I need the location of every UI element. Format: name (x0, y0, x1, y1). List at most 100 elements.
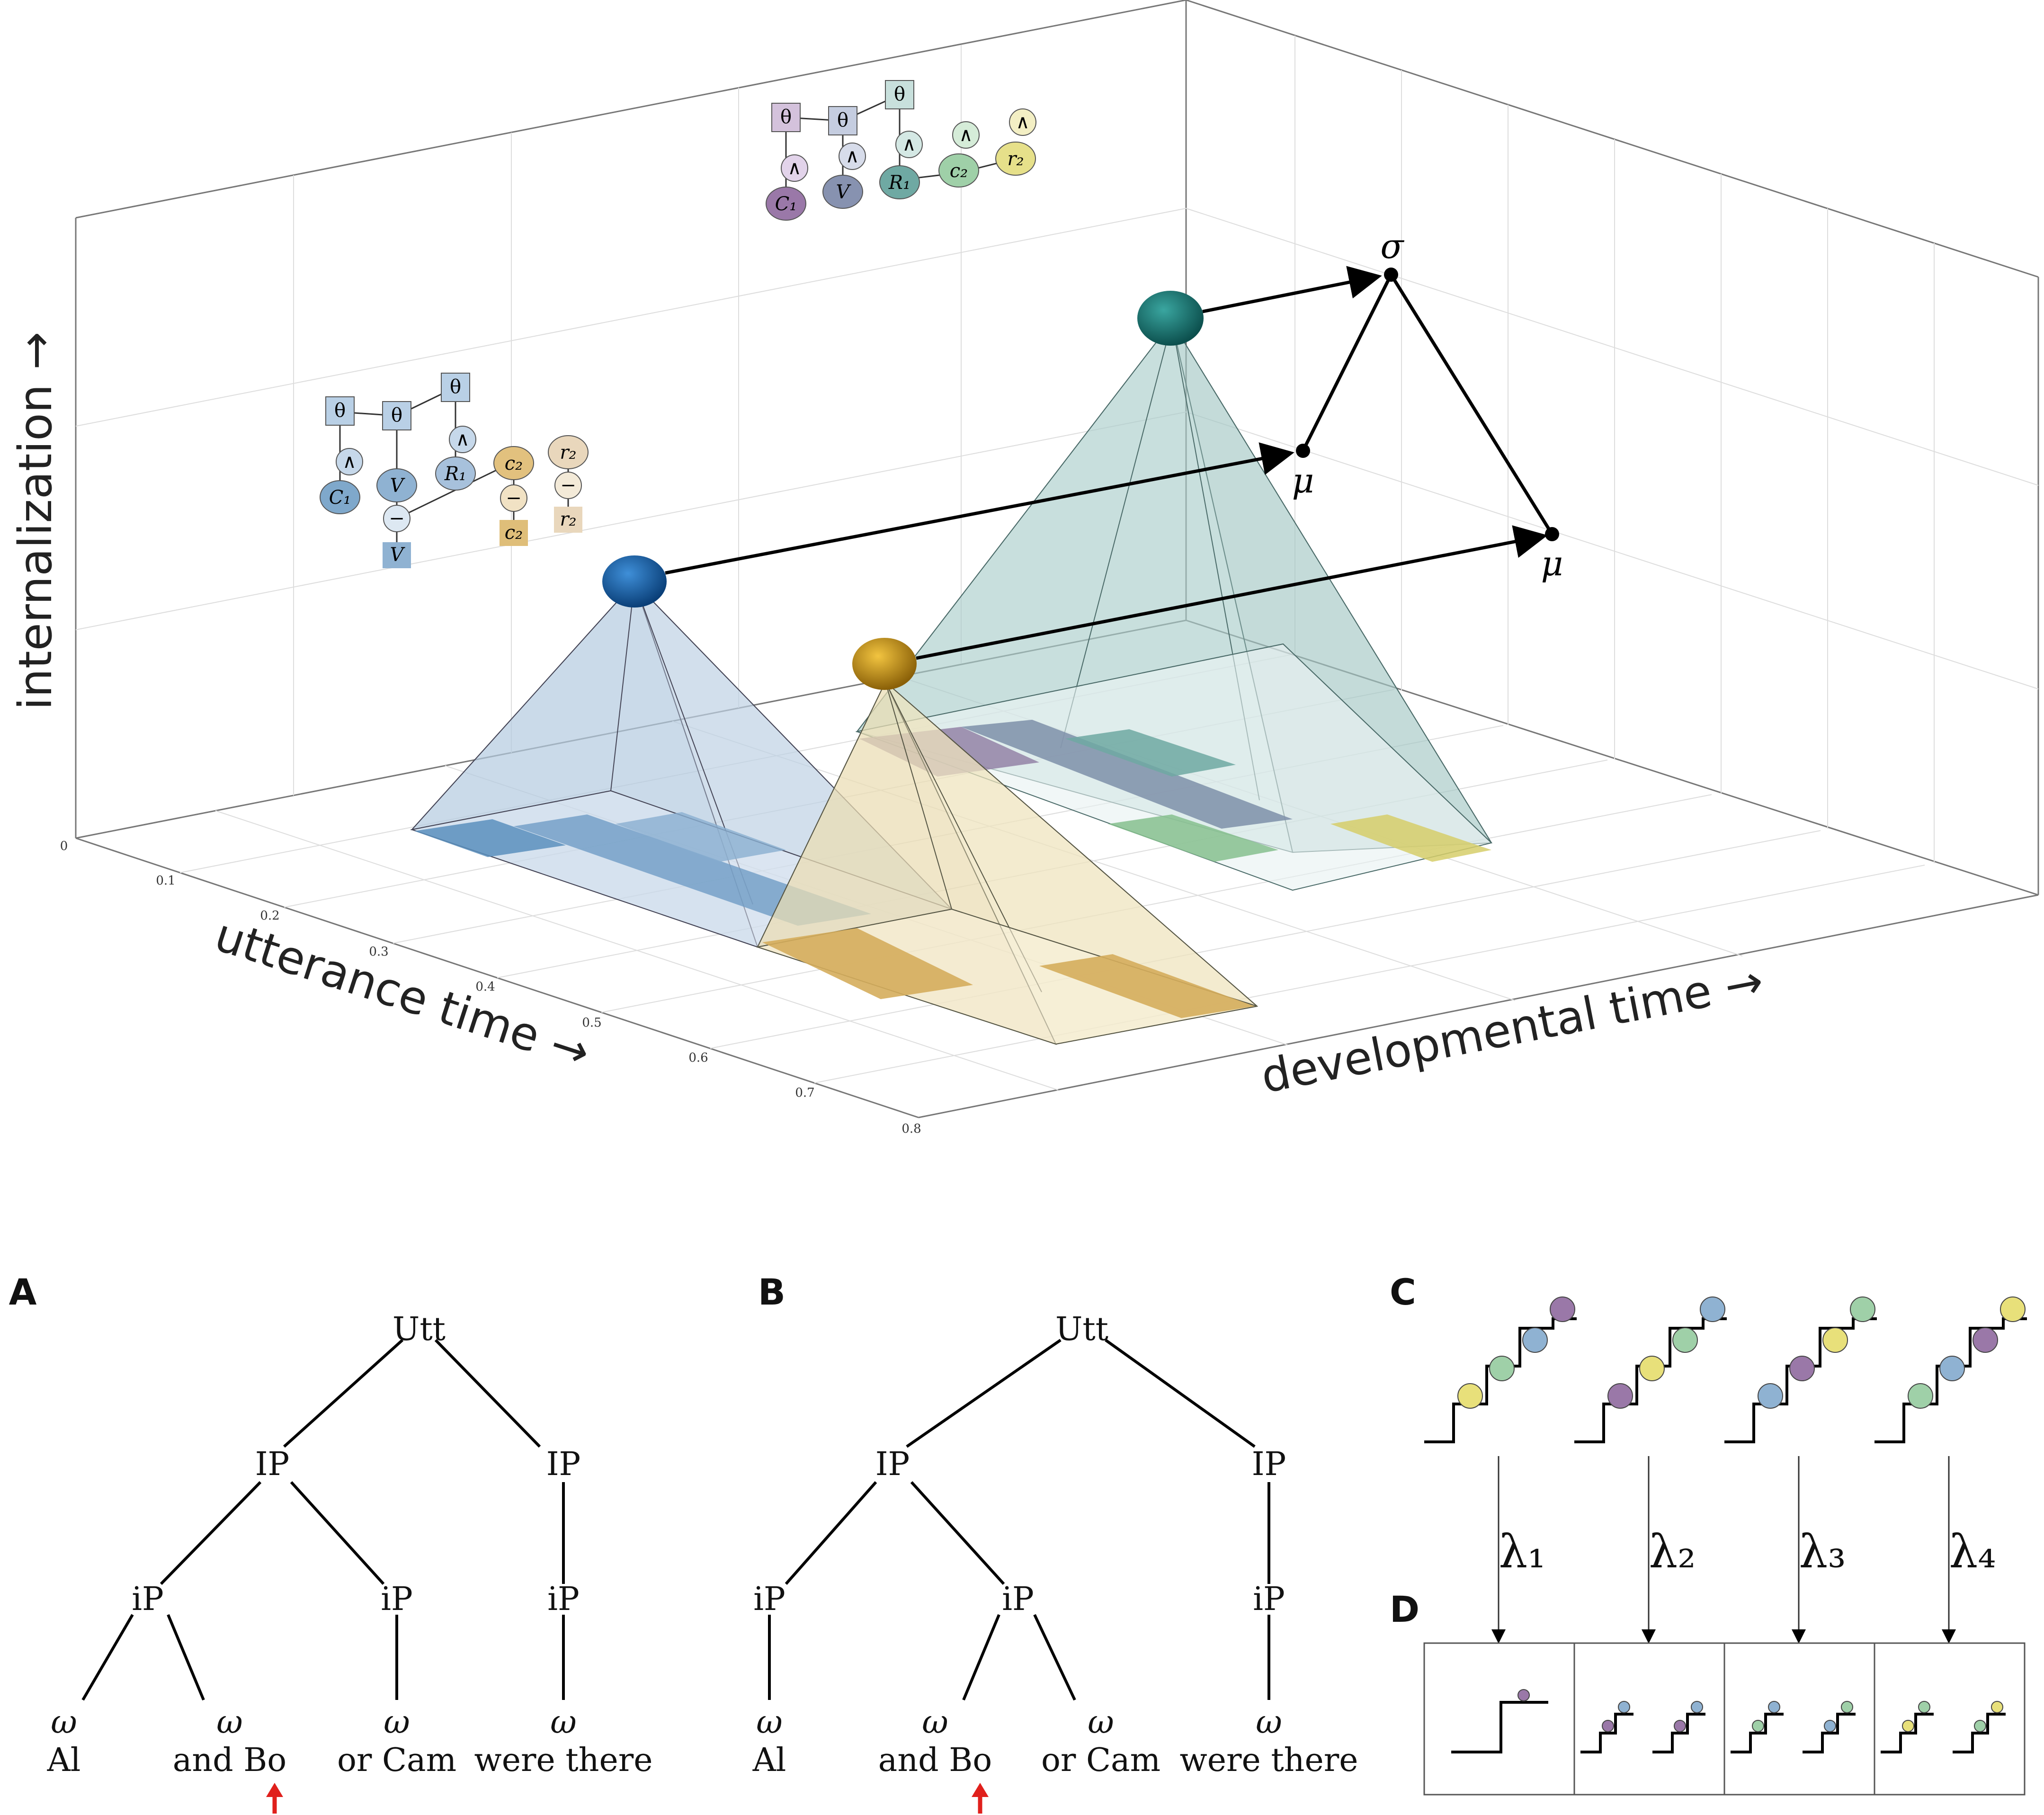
node-ip-left: IP (875, 1446, 910, 1483)
svg-text:V: V (390, 544, 406, 566)
omega-1: ω (51, 1704, 77, 1741)
node-ip-small-2: iP (1002, 1581, 1034, 1618)
svg-text:r₂: r₂ (560, 442, 576, 464)
lambda-arrows (1491, 1456, 1956, 1644)
mu-point-2 (1545, 527, 1559, 541)
omega-2: ω (216, 1704, 242, 1741)
sigma-point (1384, 268, 1398, 282)
svg-text:θ: θ (894, 83, 905, 105)
svg-text:θ: θ (780, 106, 792, 128)
factor-graph-left: θ θ θ ∧ ∧ C₁ V R₁ − V c₂ − c₂ r (320, 373, 589, 568)
omega-3: ω (384, 1704, 410, 1741)
omega-4: ω (1256, 1704, 1282, 1741)
svg-text:V: V (836, 181, 852, 203)
svg-text:−: − (560, 474, 576, 496)
svg-text:∧: ∧ (1016, 111, 1029, 133)
lambda-labels: λ₁ λ₂ λ₃ λ₄ (1499, 1525, 1996, 1578)
word-1: Al (47, 1742, 81, 1779)
svg-text:c₂: c₂ (505, 522, 523, 544)
point-arrows (665, 266, 1553, 660)
teal-sphere (1137, 291, 1204, 346)
sigma-label: σ (1380, 226, 1404, 266)
node-ip-small-2: iP (381, 1581, 413, 1618)
svg-text:0.1: 0.1 (156, 874, 175, 888)
node-ip-small-3: iP (1253, 1581, 1285, 1618)
lambda-1: λ₁ (1499, 1525, 1545, 1578)
svg-text:c₂: c₂ (950, 160, 968, 182)
gold-pyramid (756, 680, 1259, 1045)
omega-1: ω (756, 1704, 782, 1741)
svg-text:0.3: 0.3 (369, 945, 388, 959)
svg-text:−: − (389, 508, 405, 529)
svg-text:0.8: 0.8 (902, 1122, 921, 1136)
node-ip-right: IP (546, 1446, 581, 1483)
lambda-2: λ₂ (1649, 1525, 1696, 1578)
panel-b: B Utt IP IP iP iP iP ω ω ω ω Al and Bo o… (752, 1271, 1358, 1814)
node-utt: Utt (1055, 1311, 1108, 1348)
word-4: were there (474, 1742, 653, 1779)
word-4: were there (1180, 1742, 1358, 1779)
lambda-3: λ₃ (1799, 1525, 1846, 1578)
red-arrow-b (972, 1783, 989, 1814)
svg-text:∧: ∧ (959, 124, 973, 146)
y-axis-label: developmental time → (1257, 954, 1767, 1103)
svg-text:0.4: 0.4 (475, 980, 495, 994)
mu-label-1: μ (1292, 461, 1314, 501)
svg-text:r₂: r₂ (560, 509, 576, 530)
svg-text:0.5: 0.5 (582, 1016, 601, 1030)
svg-text:0.6: 0.6 (688, 1051, 708, 1065)
node-ip-small-1: iP (753, 1581, 785, 1618)
omega-2: ω (922, 1704, 948, 1741)
svg-text:∧: ∧ (845, 145, 859, 167)
d-balls (1517, 1689, 2003, 1732)
node-ip-left: IP (255, 1446, 290, 1483)
lambda-4: λ₄ (1949, 1525, 1996, 1578)
svg-text:r₂: r₂ (1007, 148, 1024, 170)
panel-a: A Utt IP IP iP iP iP ω ω ω ω Al and Bo o… (9, 1271, 653, 1814)
svg-text:θ: θ (391, 404, 402, 426)
word-3: or Cam (1041, 1742, 1160, 1779)
panel-c-label: C (1390, 1271, 1416, 1313)
svg-text:C₁: C₁ (775, 193, 797, 215)
svg-text:R₁: R₁ (888, 172, 910, 194)
top-3d-panel: σ μ μ θ θ θ ∧ ∧ C (9, 0, 2039, 1136)
svg-text:θ: θ (837, 109, 848, 131)
svg-text:−: − (506, 487, 522, 509)
svg-text:∧: ∧ (902, 134, 916, 155)
blue-sphere (602, 555, 667, 608)
node-utt: Utt (393, 1311, 446, 1348)
svg-text:0: 0 (60, 839, 68, 853)
svg-text:∧: ∧ (342, 451, 356, 473)
word-1: Al (752, 1742, 786, 1779)
word-2: and Bo (173, 1742, 286, 1779)
red-arrow-a (266, 1783, 283, 1814)
svg-text:C₁: C₁ (329, 487, 351, 509)
z-axis-label: internalization → (9, 331, 62, 710)
svg-text:R₁: R₁ (444, 463, 466, 485)
node-ip-right: IP (1252, 1446, 1286, 1483)
mu-label-2: μ (1541, 544, 1563, 583)
teal-pyramid (855, 321, 1493, 891)
panel-d: D (1390, 1588, 2026, 1796)
omega-3: ω (1088, 1704, 1114, 1741)
svg-text:V: V (390, 475, 406, 497)
factor-graph-top: θ θ θ ∧ ∧ ∧ ∧ ∧ C₁ V R₁ c₂ r₂ (766, 80, 1036, 221)
svg-text:∧: ∧ (787, 157, 801, 179)
word-2: and Bo (878, 1742, 992, 1779)
node-ip-small-1: iP (132, 1581, 164, 1618)
svg-text:c₂: c₂ (505, 453, 523, 474)
svg-text:∧: ∧ (455, 429, 469, 450)
node-ip-small-3: iP (547, 1581, 580, 1618)
mu-point-1 (1296, 444, 1310, 458)
x-axis-ticks: 0 0.1 0.2 0.3 0.4 0.5 0.6 0.7 0.8 (60, 839, 921, 1136)
staircases (1424, 1317, 2027, 1443)
x-axis-label: utterance time → (209, 908, 597, 1079)
panel-d-label: D (1390, 1588, 1419, 1630)
panel-c: C (1390, 1271, 2027, 1644)
word-3: or Cam (337, 1742, 456, 1779)
stair-balls (1457, 1296, 2026, 1409)
gold-sphere (852, 638, 917, 690)
panel-a-label: A (9, 1271, 37, 1313)
d-steps (1451, 1701, 2006, 1753)
